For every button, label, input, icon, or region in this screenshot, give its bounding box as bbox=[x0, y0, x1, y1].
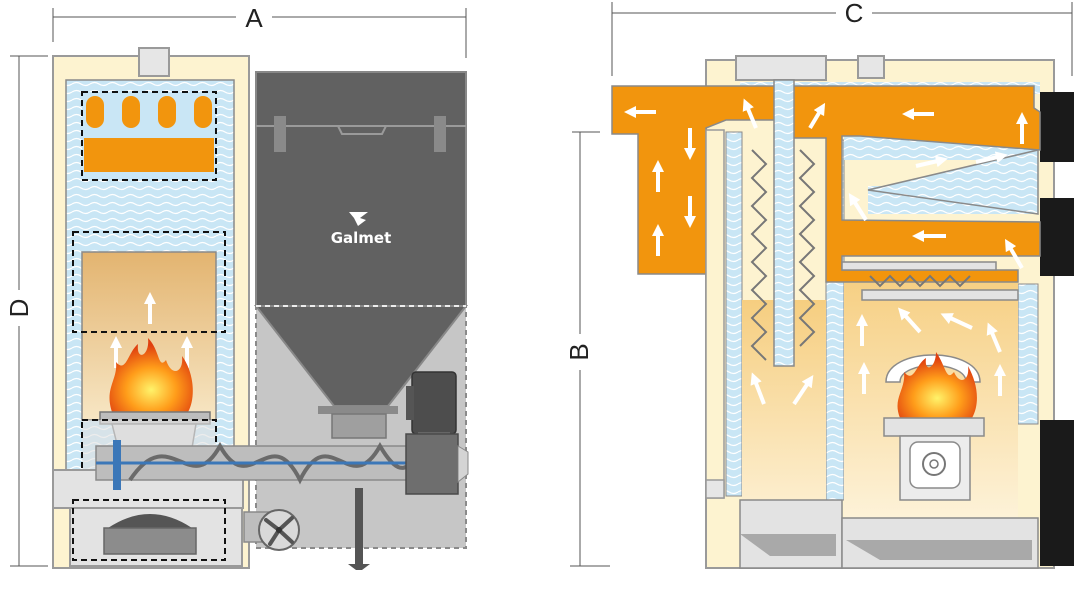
dimension-d-label: D bbox=[4, 299, 34, 318]
side-section-view: C B bbox=[564, 0, 1074, 569]
central-flue-pipe bbox=[773, 79, 795, 367]
brand-name: Galmet bbox=[331, 229, 392, 247]
dimension-a-label: A bbox=[245, 3, 263, 33]
dimension-d: D bbox=[4, 55, 48, 567]
screw-feeder bbox=[95, 433, 469, 570]
top-connection bbox=[735, 55, 827, 81]
gearbox bbox=[405, 433, 459, 495]
dimension-c: C bbox=[611, 0, 1073, 76]
dimension-b-label: B bbox=[564, 343, 594, 360]
turbulators bbox=[750, 149, 971, 361]
flue-gas-path bbox=[611, 85, 1041, 283]
dimension-b: B bbox=[564, 131, 610, 567]
fan-icon bbox=[243, 509, 300, 551]
flame-icon bbox=[109, 338, 193, 412]
boiler-body bbox=[52, 47, 250, 569]
ash-drawer bbox=[103, 527, 197, 555]
brand-logo-icon bbox=[349, 212, 368, 226]
dimension-a: A bbox=[52, 3, 467, 58]
flue-channel bbox=[84, 138, 214, 172]
rear-panels bbox=[1040, 92, 1074, 566]
flue-outlet bbox=[138, 47, 170, 77]
feeder-motor bbox=[406, 371, 457, 444]
flow-arrows bbox=[624, 98, 1028, 406]
side-burner bbox=[883, 352, 985, 501]
dimension-c-label: C bbox=[845, 0, 864, 28]
side-flame-icon bbox=[897, 352, 977, 418]
front-section-view: A D bbox=[4, 3, 469, 570]
